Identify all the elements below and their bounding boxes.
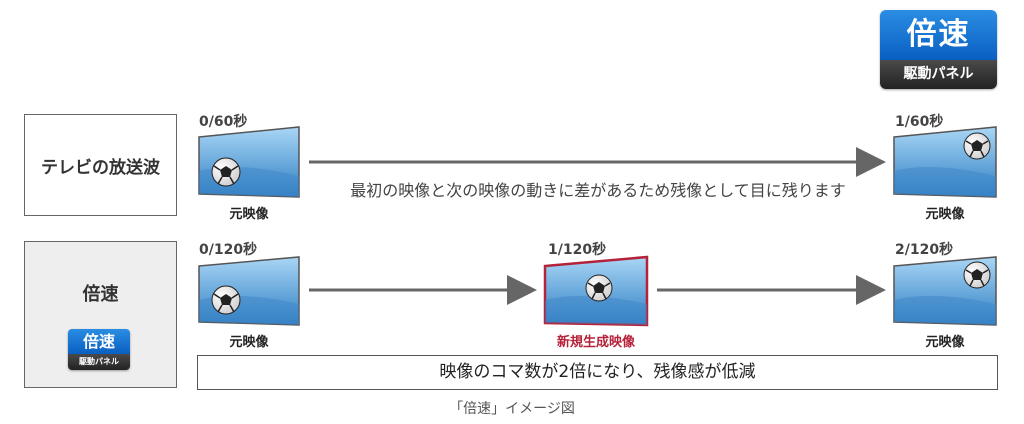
row-label-double-speed-text: 倍速 xyxy=(82,284,119,305)
soccer-ball-icon xyxy=(211,285,241,315)
arrow-explanation-text: 最初の映像と次の映像の動きに差があるため残像として目に残ります xyxy=(350,181,846,200)
result-summary-box: 映像のコマ数が2倍になり、残像感が低減 xyxy=(197,355,998,390)
figure-caption: 「倍速」イメージ図 xyxy=(449,401,575,417)
arrow-row2-a xyxy=(309,275,537,305)
double-speed-panel-badge: 倍速 駆動パネル xyxy=(880,10,997,89)
badge-subtitle: 駆動パネル xyxy=(880,60,997,89)
video-frame-row1-0 xyxy=(198,126,300,198)
soccer-ball-icon xyxy=(585,274,613,302)
frame-time-row2-0: 0/120秒 xyxy=(199,242,258,258)
double-speed-panel-badge-small: 倍速 駆動パネル xyxy=(68,329,130,370)
soccer-ball-icon xyxy=(211,157,241,187)
frame-time-row1-0: 0/60秒 xyxy=(199,114,248,130)
frame-caption-row1-1: 元映像 xyxy=(925,207,965,222)
badge-title: 倍速 xyxy=(880,10,997,60)
badge-small-title: 倍速 xyxy=(68,329,130,354)
video-frame-row1-1 xyxy=(893,126,997,198)
frame-caption-row2-1: 新規生成映像 xyxy=(556,335,635,350)
frame-caption-row2-2: 元映像 xyxy=(925,335,965,350)
row-label-broadcast: テレビの放送波 xyxy=(24,114,177,216)
soccer-ball-icon xyxy=(963,132,991,160)
arrow-row1 xyxy=(309,147,886,177)
frame-time-row2-1: 1/120秒 xyxy=(548,242,607,258)
video-frame-row2-1-generated xyxy=(543,255,649,327)
frame-caption-row1-0: 元映像 xyxy=(229,207,269,222)
row-label-broadcast-text: テレビの放送波 xyxy=(41,157,160,178)
frame-caption-row2-0: 元映像 xyxy=(229,335,269,350)
soccer-ball-icon xyxy=(963,261,991,289)
video-frame-row2-0 xyxy=(198,256,300,326)
result-summary-text: 映像のコマ数が2倍になり、残像感が低減 xyxy=(439,362,756,382)
frame-time-row2-2: 2/120秒 xyxy=(895,242,954,258)
video-frame-row2-2 xyxy=(893,256,997,326)
arrow-row2-b xyxy=(657,275,886,305)
frame-time-row1-1: 1/60秒 xyxy=(895,114,944,130)
badge-small-subtitle: 駆動パネル xyxy=(68,354,130,370)
